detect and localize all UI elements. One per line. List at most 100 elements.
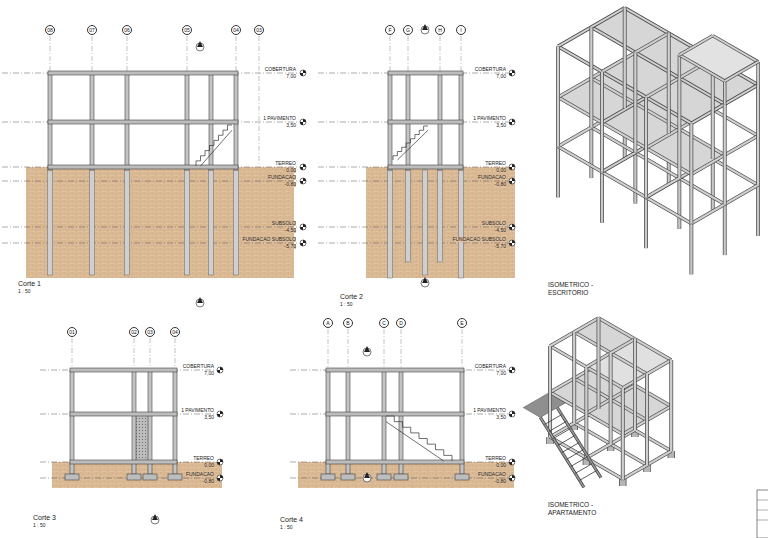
level-name: TERREO	[275, 161, 296, 166]
column	[148, 370, 152, 474]
column	[132, 370, 136, 474]
pile	[48, 170, 53, 275]
level-symbol	[217, 411, 223, 417]
iso-member	[724, 81, 726, 104]
section-title: Corte 3	[33, 514, 56, 521]
pile	[90, 170, 95, 275]
level-value: 3,50	[204, 415, 214, 420]
iso-member	[712, 159, 714, 210]
grid-bubble: D	[396, 318, 406, 328]
iso-member	[646, 374, 648, 465]
beam	[388, 165, 463, 169]
level-symbol	[509, 224, 515, 230]
level-value: -5,70	[285, 244, 296, 249]
column	[70, 370, 74, 474]
footing	[377, 474, 391, 480]
level-symbol	[300, 119, 306, 125]
grid-bubble: B	[343, 318, 353, 328]
grid-label: 01	[69, 330, 75, 335]
beam	[70, 412, 177, 416]
section-title: Corte 4	[280, 516, 303, 523]
stair	[201, 130, 233, 166]
iso-member	[711, 159, 715, 210]
iso-member	[645, 197, 647, 248]
iso-member	[679, 55, 724, 81]
level-symbol	[509, 459, 515, 465]
level-line	[318, 243, 508, 244]
iso-member	[557, 408, 601, 478]
grid-bubble: 04	[231, 25, 241, 35]
level-line	[318, 181, 508, 182]
level-name: SUBSOLO	[272, 221, 296, 226]
section-drawings	[2, 24, 515, 524]
footing	[394, 474, 408, 480]
level-value: 0,00	[204, 463, 214, 468]
level-name: TERREO	[485, 161, 506, 166]
grid-bubble: E	[457, 318, 467, 328]
column	[326, 370, 330, 474]
iso-member	[634, 53, 636, 153]
pile	[459, 170, 464, 278]
scale-note: 1 : 50	[280, 525, 293, 530]
section-marker	[422, 24, 428, 30]
iso-member	[725, 62, 758, 81]
grid-label: 08	[47, 28, 53, 33]
beam	[48, 165, 238, 169]
soil-hatch	[298, 462, 514, 488]
iso-stair-step	[553, 429, 570, 439]
level-symbol	[509, 240, 515, 246]
iso-member	[634, 339, 636, 430]
iso-member	[584, 367, 588, 458]
iso-member	[590, 27, 592, 127]
column	[460, 370, 464, 474]
grid-bubble: C	[379, 318, 389, 328]
iso-stair-step	[545, 415, 562, 425]
scale-note: 1 : 50	[340, 302, 353, 307]
grid-label: I	[460, 28, 461, 33]
beam	[388, 120, 463, 124]
level-value: 3,50	[496, 123, 506, 128]
iso-member	[667, 33, 671, 133]
pile	[406, 170, 411, 262]
iso-member	[678, 55, 681, 78]
level-name: SUBSOLO	[482, 221, 506, 226]
grid-line	[259, 36, 260, 164]
iso-member	[723, 81, 726, 104]
footing	[65, 474, 79, 480]
grid-label: 04	[172, 330, 178, 335]
soil-hatch	[52, 462, 222, 488]
title-block	[757, 490, 768, 538]
level-name: TERREO	[485, 456, 506, 461]
view-title: ISOMETRICO - ESCRITORIO	[548, 281, 612, 297]
section-marker	[197, 41, 203, 47]
level-symbol	[509, 475, 515, 481]
stair	[393, 126, 428, 160]
grid-bubble: 03	[254, 25, 264, 35]
pile	[388, 170, 393, 278]
iso-member	[620, 479, 626, 486]
pile	[423, 170, 428, 275]
section-marker	[364, 346, 370, 352]
iso-member	[609, 353, 611, 444]
level-symbol	[217, 459, 223, 465]
column	[173, 370, 177, 474]
beam	[326, 368, 464, 372]
iso-member	[678, 78, 680, 178]
level-value: -5,70	[495, 244, 506, 249]
iso-member	[548, 346, 552, 437]
iso-member	[678, 178, 680, 229]
beam	[48, 120, 238, 124]
grid-bubble: 05	[182, 25, 192, 35]
level-name: COBERTURA	[475, 364, 506, 369]
footing	[455, 474, 469, 480]
iso-member	[645, 374, 649, 465]
iso-stair-step	[575, 464, 592, 474]
iso-member	[589, 127, 593, 178]
level-symbol	[300, 178, 306, 184]
iso-member	[572, 332, 576, 423]
iso-member	[679, 55, 724, 81]
level-name: 1 PAVIMENTO	[181, 408, 214, 413]
footing	[143, 474, 157, 480]
level-name: FUNDACAO SUBSOLO	[452, 237, 506, 242]
grid-label: 04	[233, 28, 239, 33]
